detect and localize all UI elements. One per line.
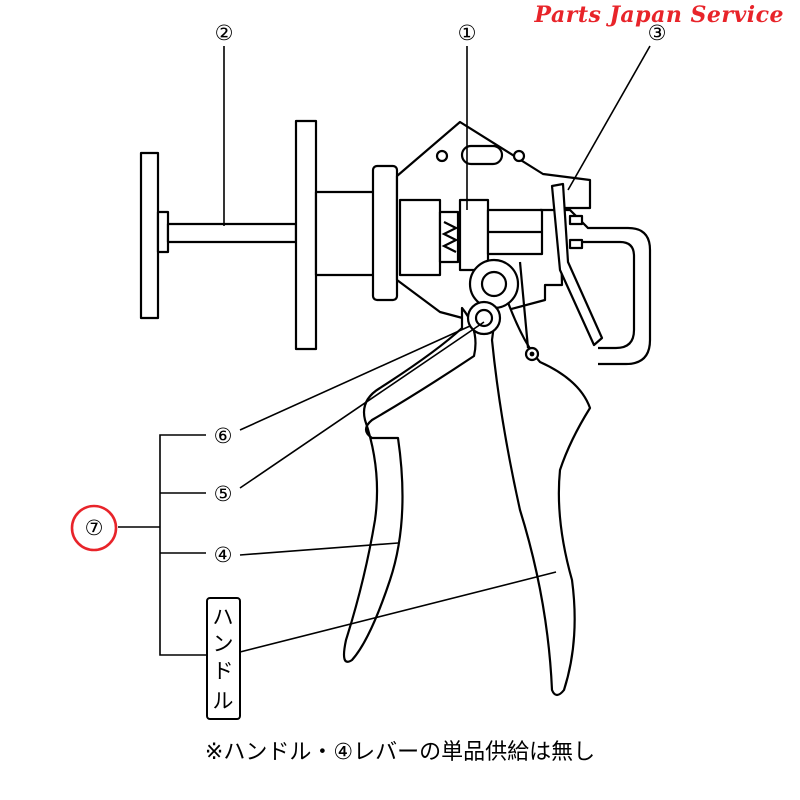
- frame-hole: [512, 149, 526, 163]
- label-4: ④: [214, 543, 233, 567]
- footnote: ※ハンドル・④レバーの単品供給は無し: [204, 740, 596, 765]
- cylinder-collar: [371, 164, 399, 302]
- label-5: ⑤: [214, 482, 233, 506]
- main-handle: [490, 278, 592, 697]
- label-7: ⑦: [85, 516, 104, 540]
- plunger-front-plate: [294, 119, 318, 351]
- handle-pin-dot: [529, 351, 535, 357]
- stop-pin: [568, 238, 584, 250]
- plunger-rod: [166, 222, 298, 244]
- label-2: ②: [215, 21, 234, 45]
- release-lever: [550, 182, 604, 347]
- label-3: ③: [648, 21, 667, 45]
- label-1: ①: [458, 21, 477, 45]
- spring-coil: [441, 221, 459, 253]
- handle-rod: [518, 261, 530, 349]
- stop-pin: [568, 214, 584, 226]
- leader-4: [239, 542, 399, 556]
- handle-pivot-inner: [480, 270, 508, 298]
- trigger-lever: [342, 306, 477, 663]
- handle-label-char: ン: [213, 632, 234, 656]
- stop-bracket: [540, 208, 652, 366]
- cylinder-body: [314, 190, 376, 277]
- leader-handle: [239, 571, 557, 653]
- leader-3: [567, 45, 651, 191]
- frame-hole: [435, 149, 449, 163]
- plunger-knob: [156, 210, 170, 254]
- label-6: ⑥: [214, 424, 233, 448]
- highlight-circle: [70, 504, 118, 552]
- brand-watermark: Parts Japan Service: [534, 2, 784, 28]
- handle-label-box: [206, 597, 241, 720]
- inner-block: [398, 198, 442, 277]
- handle-label-char: ル: [213, 689, 234, 713]
- group-bracket: [118, 434, 206, 656]
- frame-slot: [460, 144, 504, 166]
- leader-5: [239, 321, 485, 489]
- handle-label-char: ド: [213, 659, 234, 683]
- handle-label-char: ハ: [213, 605, 234, 629]
- leader-6: [239, 325, 471, 431]
- plunger-rear-plate: [139, 151, 160, 320]
- clutch-plate: [458, 198, 490, 272]
- stop-bracket-inner: [570, 240, 636, 350]
- trigger-pivot-inner: [474, 308, 494, 328]
